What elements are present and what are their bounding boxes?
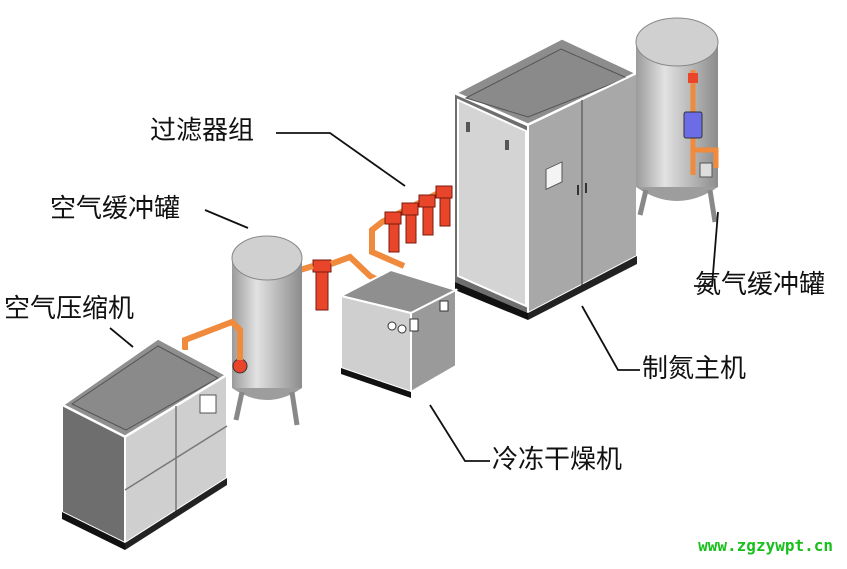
- label-nitrogen-tank: 氮气缓冲罐: [695, 270, 826, 300]
- label-refrigerated-dryer: 冷冻干燥机: [492, 445, 623, 475]
- label-filter-group: 过滤器组: [150, 116, 255, 146]
- leader-lines: [109, 132, 719, 462]
- compressor-pipe: [182, 318, 243, 360]
- nitrogen-generator: [451, 36, 641, 320]
- nitrogen-tank: [635, 17, 719, 223]
- filter-group: [299, 185, 453, 311]
- label-nitrogen-generator: 制氮主机: [642, 354, 747, 384]
- label-air-tank: 空气缓冲罐: [50, 194, 181, 224]
- refrigerated-dryer: [338, 268, 459, 398]
- label-air-compressor: 空气压缩机: [4, 294, 135, 324]
- air-tank: [231, 235, 303, 426]
- watermark: www.zgzywpt.cn: [698, 536, 833, 555]
- air-compressor: [59, 336, 231, 550]
